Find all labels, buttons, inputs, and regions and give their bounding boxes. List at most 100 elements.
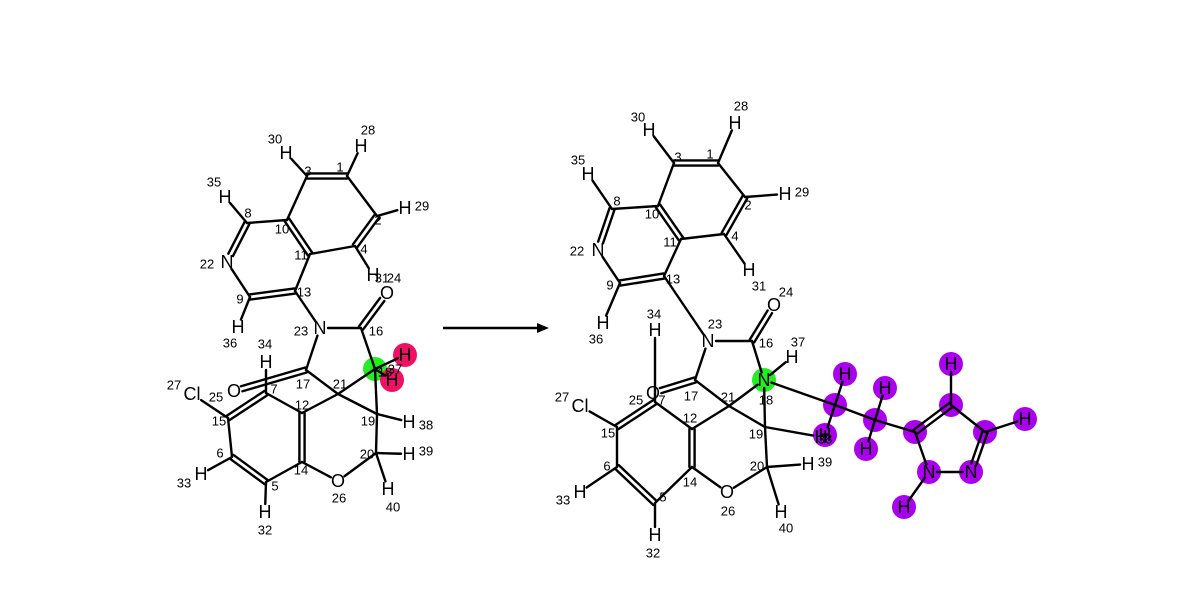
- single-bond: [662, 274, 705, 336]
- atom-index-label: 24: [779, 285, 793, 300]
- atom-index-label: 32: [258, 523, 272, 538]
- atom-symbol: H: [280, 143, 293, 163]
- atom-index-label: 15: [601, 426, 615, 441]
- double-bond-line: [748, 309, 769, 341]
- atom-index-label: 17: [684, 389, 698, 404]
- double-bond-line: [229, 457, 266, 486]
- atom-index-label: 8: [613, 194, 620, 209]
- single-bond: [765, 465, 780, 506]
- single-bond: [336, 367, 377, 396]
- single-bond: [239, 295, 252, 321]
- single-bond: [591, 179, 614, 211]
- atom-index-label: 3: [304, 164, 311, 179]
- single-bond: [264, 480, 268, 506]
- single-bond: [264, 391, 304, 415]
- atom-highlight-leaving-hydrogen: [380, 368, 404, 392]
- atom-highlight-leaving-hydrogen: [393, 343, 417, 367]
- single-bond: [359, 326, 377, 371]
- atom-index-label: 15: [212, 414, 226, 429]
- atom-index-label: 37: [791, 335, 805, 350]
- double-bond-line: [232, 453, 269, 482]
- double-bond-line: [915, 405, 954, 436]
- single-bond: [230, 267, 252, 299]
- atom-index-label: 26: [721, 504, 735, 519]
- atom-symbol: O: [227, 381, 241, 401]
- single-bond: [290, 157, 309, 178]
- atom-symbol: O: [331, 471, 345, 491]
- double-bond-line: [617, 402, 658, 431]
- atom-index-label: 18: [759, 393, 773, 408]
- double-bond-line: [283, 220, 310, 257]
- atom-symbol: N: [221, 252, 234, 272]
- atom-index-label: 18: [378, 365, 392, 380]
- atom-index-label: 26: [332, 491, 346, 506]
- atom-symbol: N: [314, 318, 327, 338]
- single-bond: [604, 281, 622, 317]
- atom-highlight-added-fragment: [1013, 407, 1037, 431]
- atom-index-label: 21: [333, 377, 347, 392]
- single-bond: [353, 244, 370, 270]
- highlight-layer: [363, 343, 1037, 519]
- atom-symbol: N: [965, 462, 978, 482]
- atom-index-label: 33: [177, 476, 191, 491]
- single-bond: [304, 334, 319, 372]
- double-bond-line: [287, 217, 314, 254]
- atom-index-label: 38: [818, 432, 832, 447]
- double-bond-line: [355, 216, 381, 249]
- atom-symbol: H: [403, 412, 416, 432]
- double-bond-line: [654, 206, 681, 242]
- atom-index-label: 6: [216, 446, 223, 461]
- double-bond-line: [248, 287, 296, 296]
- atom-index-label: 19: [361, 414, 375, 429]
- single-bond: [826, 403, 837, 429]
- atom-index-label: 7: [658, 393, 665, 408]
- atom-symbol: H: [802, 454, 815, 474]
- single-bond: [679, 232, 726, 241]
- atom-symbol: O: [720, 482, 734, 502]
- atom-index-label: 17: [296, 377, 310, 392]
- single-bond: [913, 430, 928, 466]
- single-bond: [304, 368, 340, 396]
- atom-index-label: 35: [571, 153, 585, 168]
- single-bond: [765, 463, 802, 469]
- double-bond-line: [617, 463, 658, 503]
- atom-symbol: H: [839, 364, 852, 384]
- atom-index-label: 9: [236, 292, 243, 307]
- atom-index-label: 25: [209, 390, 223, 405]
- atom-index-label: 7: [270, 382, 277, 397]
- double-bond-line: [658, 203, 685, 239]
- single-bond: [206, 455, 234, 472]
- atom-index-label: 27: [555, 390, 569, 405]
- atom-highlight-added-fragment: [854, 437, 878, 461]
- single-bond: [300, 392, 340, 415]
- atom-index-label: 1: [706, 147, 713, 162]
- double-bond-line: [618, 272, 665, 282]
- single-bond: [690, 465, 722, 489]
- single-bond: [300, 460, 333, 479]
- atom-index-label: 20: [750, 459, 764, 474]
- single-bond: [716, 161, 747, 199]
- single-bond: [732, 465, 769, 489]
- single-bond: [336, 392, 379, 416]
- atom-index-label: 2: [744, 198, 751, 213]
- double-bond-line: [249, 292, 297, 301]
- single-bond: [693, 347, 707, 382]
- atom-symbol: H: [597, 313, 610, 333]
- atom-index-label: 28: [734, 99, 748, 114]
- double-bond-line: [660, 381, 697, 395]
- single-bond: [763, 425, 769, 469]
- atom-symbol: N: [702, 331, 715, 351]
- atom-index-label: 22: [570, 244, 584, 259]
- atom-symbol: H: [355, 136, 368, 156]
- single-bond: [727, 404, 767, 429]
- atom-symbol: H: [1019, 409, 1032, 429]
- atom-index-label: 24: [387, 271, 401, 286]
- single-bond: [343, 451, 378, 478]
- atom-symbol: H: [367, 265, 380, 285]
- atom-index-label: 28: [361, 123, 375, 138]
- atom-index-label: 4: [731, 229, 738, 244]
- atom-symbol: O: [646, 383, 660, 403]
- single-bond: [763, 425, 815, 437]
- single-bond: [374, 412, 379, 455]
- single-bond: [662, 237, 683, 278]
